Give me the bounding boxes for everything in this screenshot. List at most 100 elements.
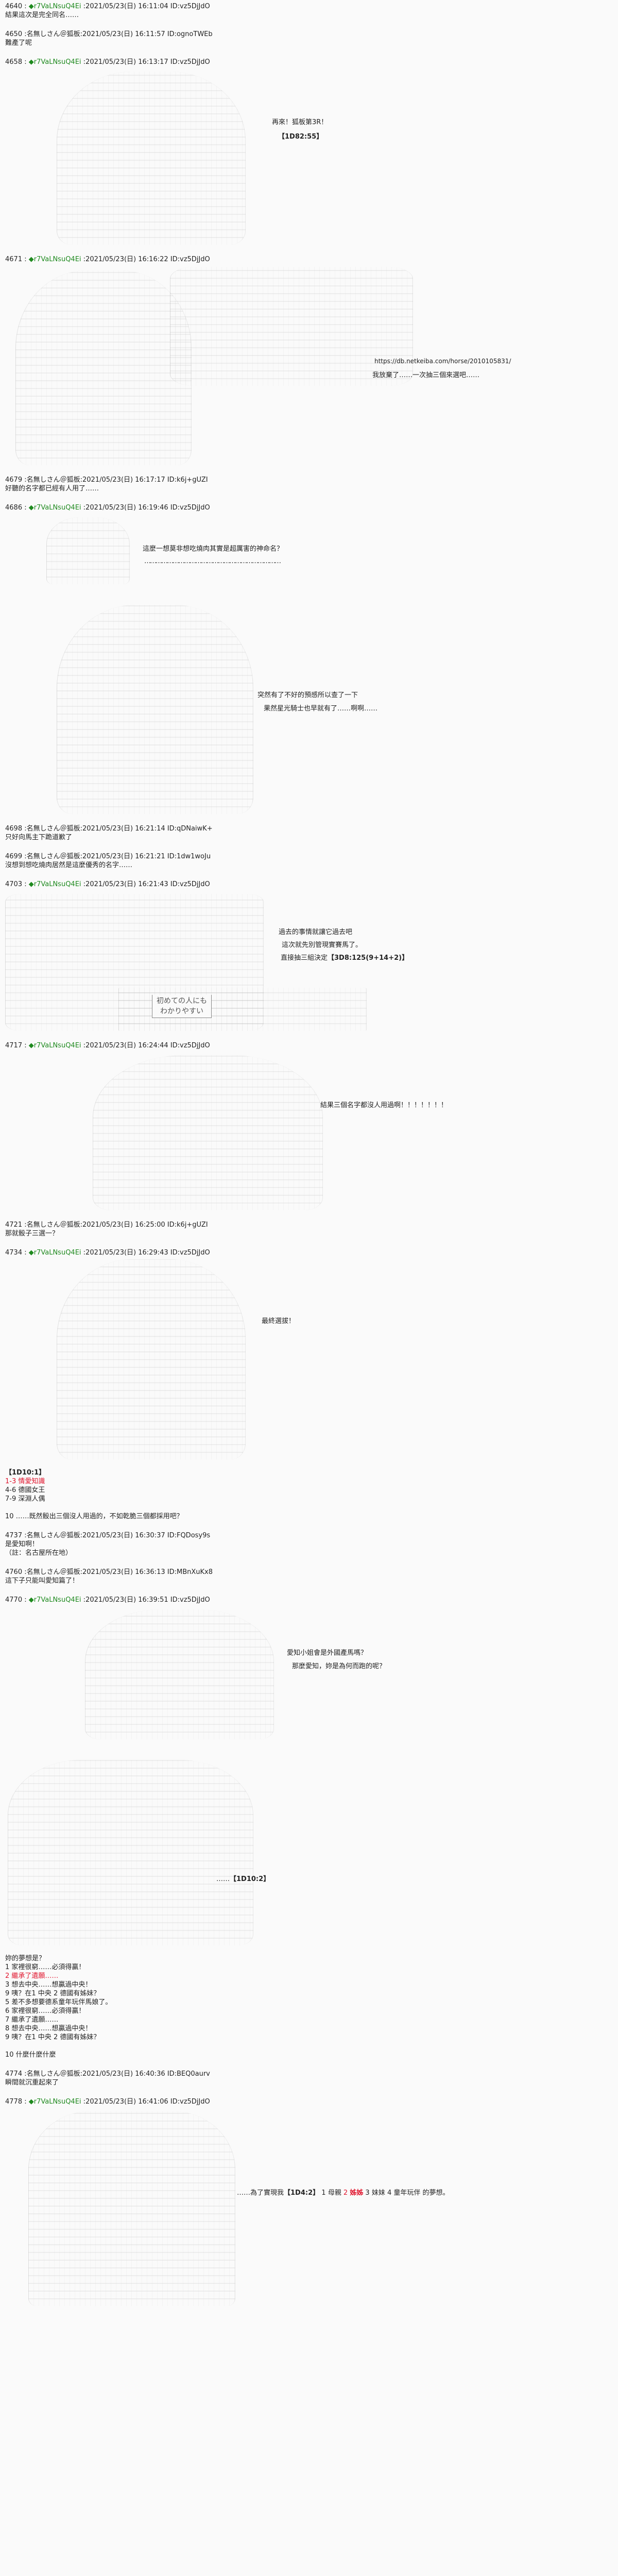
post-date: 2021/05/23(日) 16:41:06: [85, 2098, 168, 2106]
dialogue-text: 最終選拔！: [262, 1317, 296, 1325]
option-note: 10 ……既然骰出三個沒人用過的，不如乾脆三個都採用吧？: [5, 1513, 183, 1520]
post-header: 4698 :名無しさん＠狐板:2021/05/23(日) 16:21:14 ID…: [5, 825, 213, 833]
poster-id[interactable]: ID:vz5DjJdO: [170, 58, 210, 66]
post-date: 2021/05/23(日) 16:19:46: [85, 504, 168, 512]
post-date: 2021/05/23(日) 16:21:21: [82, 853, 165, 860]
post: 4650 :名無しさん＠狐板:2021/05/23(日) 16:11:57 ID…: [0, 30, 618, 47]
url-link[interactable]: https://db.netkeiba.com/horse/2010105831…: [374, 358, 511, 365]
dialogue-text-part: 直接抽三組決定: [281, 954, 328, 962]
post-date: 2021/05/23(日) 16:40:36: [82, 2070, 165, 2078]
post-body: 只好向馬主下跪道歉了: [5, 834, 73, 841]
dialogue-text-selected: 姊姊: [350, 2189, 364, 2197]
poster-id[interactable]: ID:qDNaiwK+: [167, 825, 213, 833]
dialogue-dots: ………………………………………………………………: [144, 557, 281, 565]
post-header: 4778 : ◆r7VaLNsuQ4Ei :2021/05/23(日) 16:4…: [5, 2098, 210, 2106]
post-number[interactable]: 4679: [5, 476, 23, 484]
post: 4734 : ◆r7VaLNsuQ4Ei :2021/05/23(日) 16:2…: [0, 1248, 618, 1521]
poster-name: 名無しさん＠狐板: [26, 2070, 80, 2078]
post: 4778 : ◆r7VaLNsuQ4Ei :2021/05/23(日) 16:4…: [0, 2097, 618, 2306]
ascii-art-character: [57, 72, 246, 245]
dialogue-text: 直接抽三組決定【3D8:125(9+14+2)】: [281, 954, 408, 962]
post-body: （註：名古屋所在地）: [5, 1549, 73, 1557]
post-number[interactable]: 4650: [5, 30, 23, 38]
poster-id[interactable]: ID:vz5DjJdO: [170, 2098, 210, 2106]
post-number[interactable]: 4770: [5, 1596, 23, 1604]
ascii-art-character-hat: [28, 2111, 235, 2306]
post-number[interactable]: 4717: [5, 1042, 23, 1049]
poster-id[interactable]: ID:vz5DjJdO: [170, 3, 210, 10]
poster-name: 名無しさん＠狐板: [26, 825, 80, 833]
post-date: 2021/05/23(日) 16:24:44: [85, 1042, 168, 1049]
post-body: 好聽的名字都已經有人用了……: [5, 485, 99, 493]
poster-id[interactable]: ID:k6j+gUZI: [167, 476, 208, 484]
post-date: 2021/05/23(日) 16:16:22: [85, 256, 168, 263]
poster-id[interactable]: ID:vz5DjJdO: [170, 504, 210, 512]
post-number[interactable]: 4699: [5, 853, 23, 860]
dialogue-text: 這麼一想莫非想吃燒肉其實是超厲害的神命名？: [143, 545, 284, 553]
dialogue-text: 突然有了不好的預感所以查了一下: [258, 691, 358, 699]
post-date: 2021/05/23(日) 16:11:04: [85, 3, 168, 10]
option-item: 1 家裡很窮……必須得贏！: [5, 1963, 85, 1971]
post-number[interactable]: 4721: [5, 1221, 23, 1229]
poster-id[interactable]: ID:FQDosy9s: [167, 1532, 211, 1539]
post-number[interactable]: 4774: [5, 2070, 23, 2078]
post-header: 4760 :名無しさん＠狐板:2021/05/23(日) 16:36:13 ID…: [5, 1568, 213, 1576]
dialogue-text: 這次就先別管現實賽馬了。: [282, 941, 363, 949]
post: 4640 : ◆r7VaLNsuQ4Ei :2021/05/23(日) 16:1…: [0, 2, 618, 20]
post: 4658 : ◆r7VaLNsuQ4Ei :2021/05/23(日) 16:1…: [0, 58, 618, 245]
poster-id[interactable]: ID:vz5DjJdO: [170, 256, 210, 263]
post: 4679 :名無しさん＠狐板:2021/05/23(日) 16:17:17 ID…: [0, 476, 618, 493]
poster-trip: r7VaLNsuQ4Ei: [33, 2098, 81, 2106]
post-number[interactable]: 4671: [5, 256, 23, 263]
post-body: 沒想到想吃燒肉居然是這麼優秀的名字……: [5, 861, 133, 869]
poster-id[interactable]: ID:vz5DjJdO: [170, 880, 210, 888]
post: 4774 :名無しさん＠狐板:2021/05/23(日) 16:40:36 ID…: [0, 2070, 618, 2087]
post-number[interactable]: 4778: [5, 2098, 23, 2106]
dialogue-text: ……為了實現我【1D4:2】 1 母親 2 姊姊 3 妹妹 4 童年玩伴 的夢想…: [237, 2189, 450, 2197]
poster-id[interactable]: ID:MBnXuKx8: [167, 1568, 213, 1576]
poster-id[interactable]: ID:vz5DjJdO: [170, 1249, 210, 1257]
poster-id[interactable]: ID:1dw1woJu: [167, 853, 211, 860]
poster-id[interactable]: ID:ognoTWEb: [167, 30, 213, 38]
post-date: 2021/05/23(日) 16:25:00: [82, 1221, 165, 1229]
post-number[interactable]: 4698: [5, 825, 23, 833]
ascii-art-horse: [170, 267, 413, 386]
question-text: 妳的夢想是？: [5, 1955, 46, 1962]
post-header: 4658 : ◆r7VaLNsuQ4Ei :2021/05/23(日) 16:1…: [5, 58, 210, 66]
post-body: 這下子只能叫愛知篇了！: [5, 1577, 79, 1585]
dialogue-text-part: 1 母親: [321, 2189, 341, 2197]
post: 4760 :名無しさん＠狐板:2021/05/23(日) 16:36:13 ID…: [0, 1568, 618, 1585]
post-body: 瞬間就沉重起來了: [5, 2079, 59, 2087]
post: 4770 : ◆r7VaLNsuQ4Ei :2021/05/23(日) 16:3…: [0, 1596, 618, 2059]
post-number[interactable]: 4686: [5, 504, 23, 512]
option-item: 4-6 德國女王: [5, 1486, 45, 1494]
post-header: 4734 : ◆r7VaLNsuQ4Ei :2021/05/23(日) 16:2…: [5, 1249, 210, 1257]
post-date: 2021/05/23(日) 16:21:43: [85, 880, 168, 888]
poster-name: 名無しさん＠狐板: [26, 853, 80, 860]
dialogue-text: 我放棄了……一次抽三個來選吧……: [372, 371, 480, 379]
poster-id[interactable]: ID:BEQ0aurv: [167, 2070, 210, 2078]
sign-line: わかりやすい: [160, 1007, 203, 1015]
post-number[interactable]: 4640: [5, 3, 23, 10]
post: 4698 :名無しさん＠狐板:2021/05/23(日) 16:21:14 ID…: [0, 824, 618, 842]
dialogue-text: 過去的事情就讓它過去吧: [279, 928, 353, 936]
post: 4717 : ◆r7VaLNsuQ4Ei :2021/05/23(日) 16:2…: [0, 1041, 618, 1210]
ascii-art-character: [57, 605, 253, 814]
post-number[interactable]: 4734: [5, 1249, 23, 1257]
post-header: 4686 : ◆r7VaLNsuQ4Ei :2021/05/23(日) 16:1…: [5, 504, 210, 512]
dialogue-text-part: ……為了實現我: [237, 2189, 284, 2197]
poster-id[interactable]: ID:vz5DjJdO: [170, 1042, 210, 1049]
poster-name: 名無しさん＠狐板: [26, 1568, 80, 1576]
poster-trip: r7VaLNsuQ4Ei: [33, 1042, 81, 1049]
option-note: 10 什麼什麼什麼: [5, 2051, 56, 2059]
post-number[interactable]: 4737: [5, 1532, 23, 1539]
post-body: 難產了呢: [5, 39, 32, 47]
post: 4737 :名無しさん＠狐板:2021/05/23(日) 16:30:37 ID…: [0, 1531, 618, 1557]
poster-id[interactable]: ID:vz5DjJdO: [170, 1596, 210, 1604]
post-number[interactable]: 4703: [5, 880, 23, 888]
post-number[interactable]: 4658: [5, 58, 23, 66]
post-number[interactable]: 4760: [5, 1568, 23, 1576]
option-item: 7 繼承了遺願……: [5, 2016, 59, 2024]
dialogue-text: 那麼愛知，妳是為何而跑的呢？: [292, 1663, 386, 1670]
poster-id[interactable]: ID:k6j+gUZI: [167, 1221, 208, 1229]
